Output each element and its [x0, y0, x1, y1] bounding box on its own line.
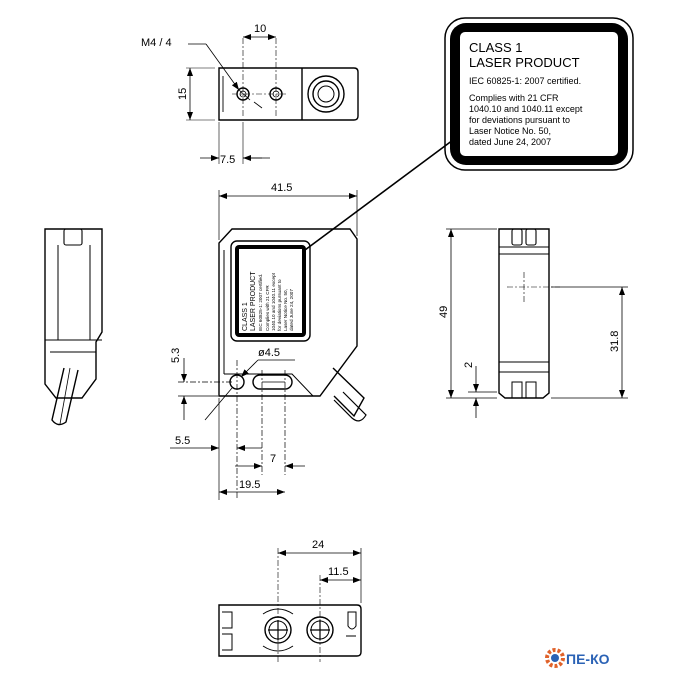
dim-diameter-4-5: ø4.5: [258, 347, 280, 359]
dim-31-8: 31.8: [609, 331, 621, 352]
leader-line: [205, 43, 240, 91]
svg-text:1040.10 and 1040.11 except: 1040.10 and 1040.11 except: [271, 272, 276, 331]
window-frame: [230, 240, 311, 342]
dim-49: 49: [438, 306, 450, 318]
bottom-view-body: [218, 604, 362, 657]
dim-10: 10: [254, 23, 266, 35]
label-product: LASER PRODUCT: [469, 55, 580, 70]
front-view-body: [218, 228, 358, 397]
svg-text:Laser Notice No. 50,: Laser Notice No. 50,: [283, 289, 288, 331]
front-slot: [252, 374, 293, 390]
dim-24: 24: [312, 539, 324, 551]
svg-text:CLASS 1: CLASS 1: [242, 302, 249, 331]
bottom-dimensions: [278, 548, 362, 603]
dim-11-5: 11.5: [328, 566, 349, 578]
lens-center: [317, 85, 335, 103]
front-dimensions: [170, 190, 358, 500]
label-sections: 1040.10 and 1040.11 except: [469, 104, 583, 114]
dim-7: 7: [270, 453, 276, 465]
right-dimensions: [446, 228, 628, 418]
laser-warning-label: [444, 17, 634, 171]
right-side-view: [498, 228, 560, 399]
label-deviations: for deviations pursuant to: [469, 115, 570, 125]
dim-2: 2: [463, 362, 475, 368]
dim-15: 15: [177, 88, 189, 100]
label-leader: [304, 139, 454, 251]
label-iec: IEC 60825-1: 2007 certified.: [469, 76, 581, 86]
mini-label-text: CLASS 1 LASER PRODUCT IEC 60825-1: 2007 …: [242, 271, 294, 331]
svg-text:dated June 24, 2007: dated June 24, 2007: [289, 289, 294, 331]
top-view-body: [218, 67, 359, 121]
left-view-body: [44, 228, 103, 399]
label-cfr: Complies with 21 CFR: [469, 93, 559, 103]
label-date: dated June 24, 2007: [469, 137, 551, 147]
lens-outer-ring: [307, 75, 345, 113]
dim-41-5: 41.5: [271, 182, 292, 194]
left-side-view: [44, 228, 103, 426]
dim-19-5: 19.5: [239, 479, 260, 491]
dim-5-5: 5.5: [175, 435, 190, 447]
top-view: [186, 34, 359, 164]
right-view-body: [498, 228, 550, 399]
front-view: [218, 228, 367, 422]
lens-inner-ring: [312, 80, 340, 108]
dim-7-5: 7.5: [220, 154, 235, 166]
dim-5-3: 5.3: [170, 348, 182, 363]
brand-gear-icon: [545, 648, 565, 668]
svg-text:for deviations pursuant to: for deviations pursuant to: [277, 279, 282, 331]
brand-name: ПЕ-КО: [566, 651, 610, 667]
thread-label: M4 / 4: [141, 37, 172, 49]
label-class: CLASS 1: [469, 40, 522, 55]
svg-text:IEC 60825-1: 2007 certified.: IEC 60825-1: 2007 certified.: [258, 274, 263, 331]
svg-text:LASER PRODUCT: LASER PRODUCT: [250, 271, 257, 331]
label-notice: Laser Notice No. 50,: [469, 126, 551, 136]
bottom-view: [218, 548, 362, 662]
svg-text:Complies with 21 CFR: Complies with 21 CFR: [265, 285, 270, 331]
cable-stub: [332, 367, 365, 418]
left-view-cable: [51, 367, 79, 426]
